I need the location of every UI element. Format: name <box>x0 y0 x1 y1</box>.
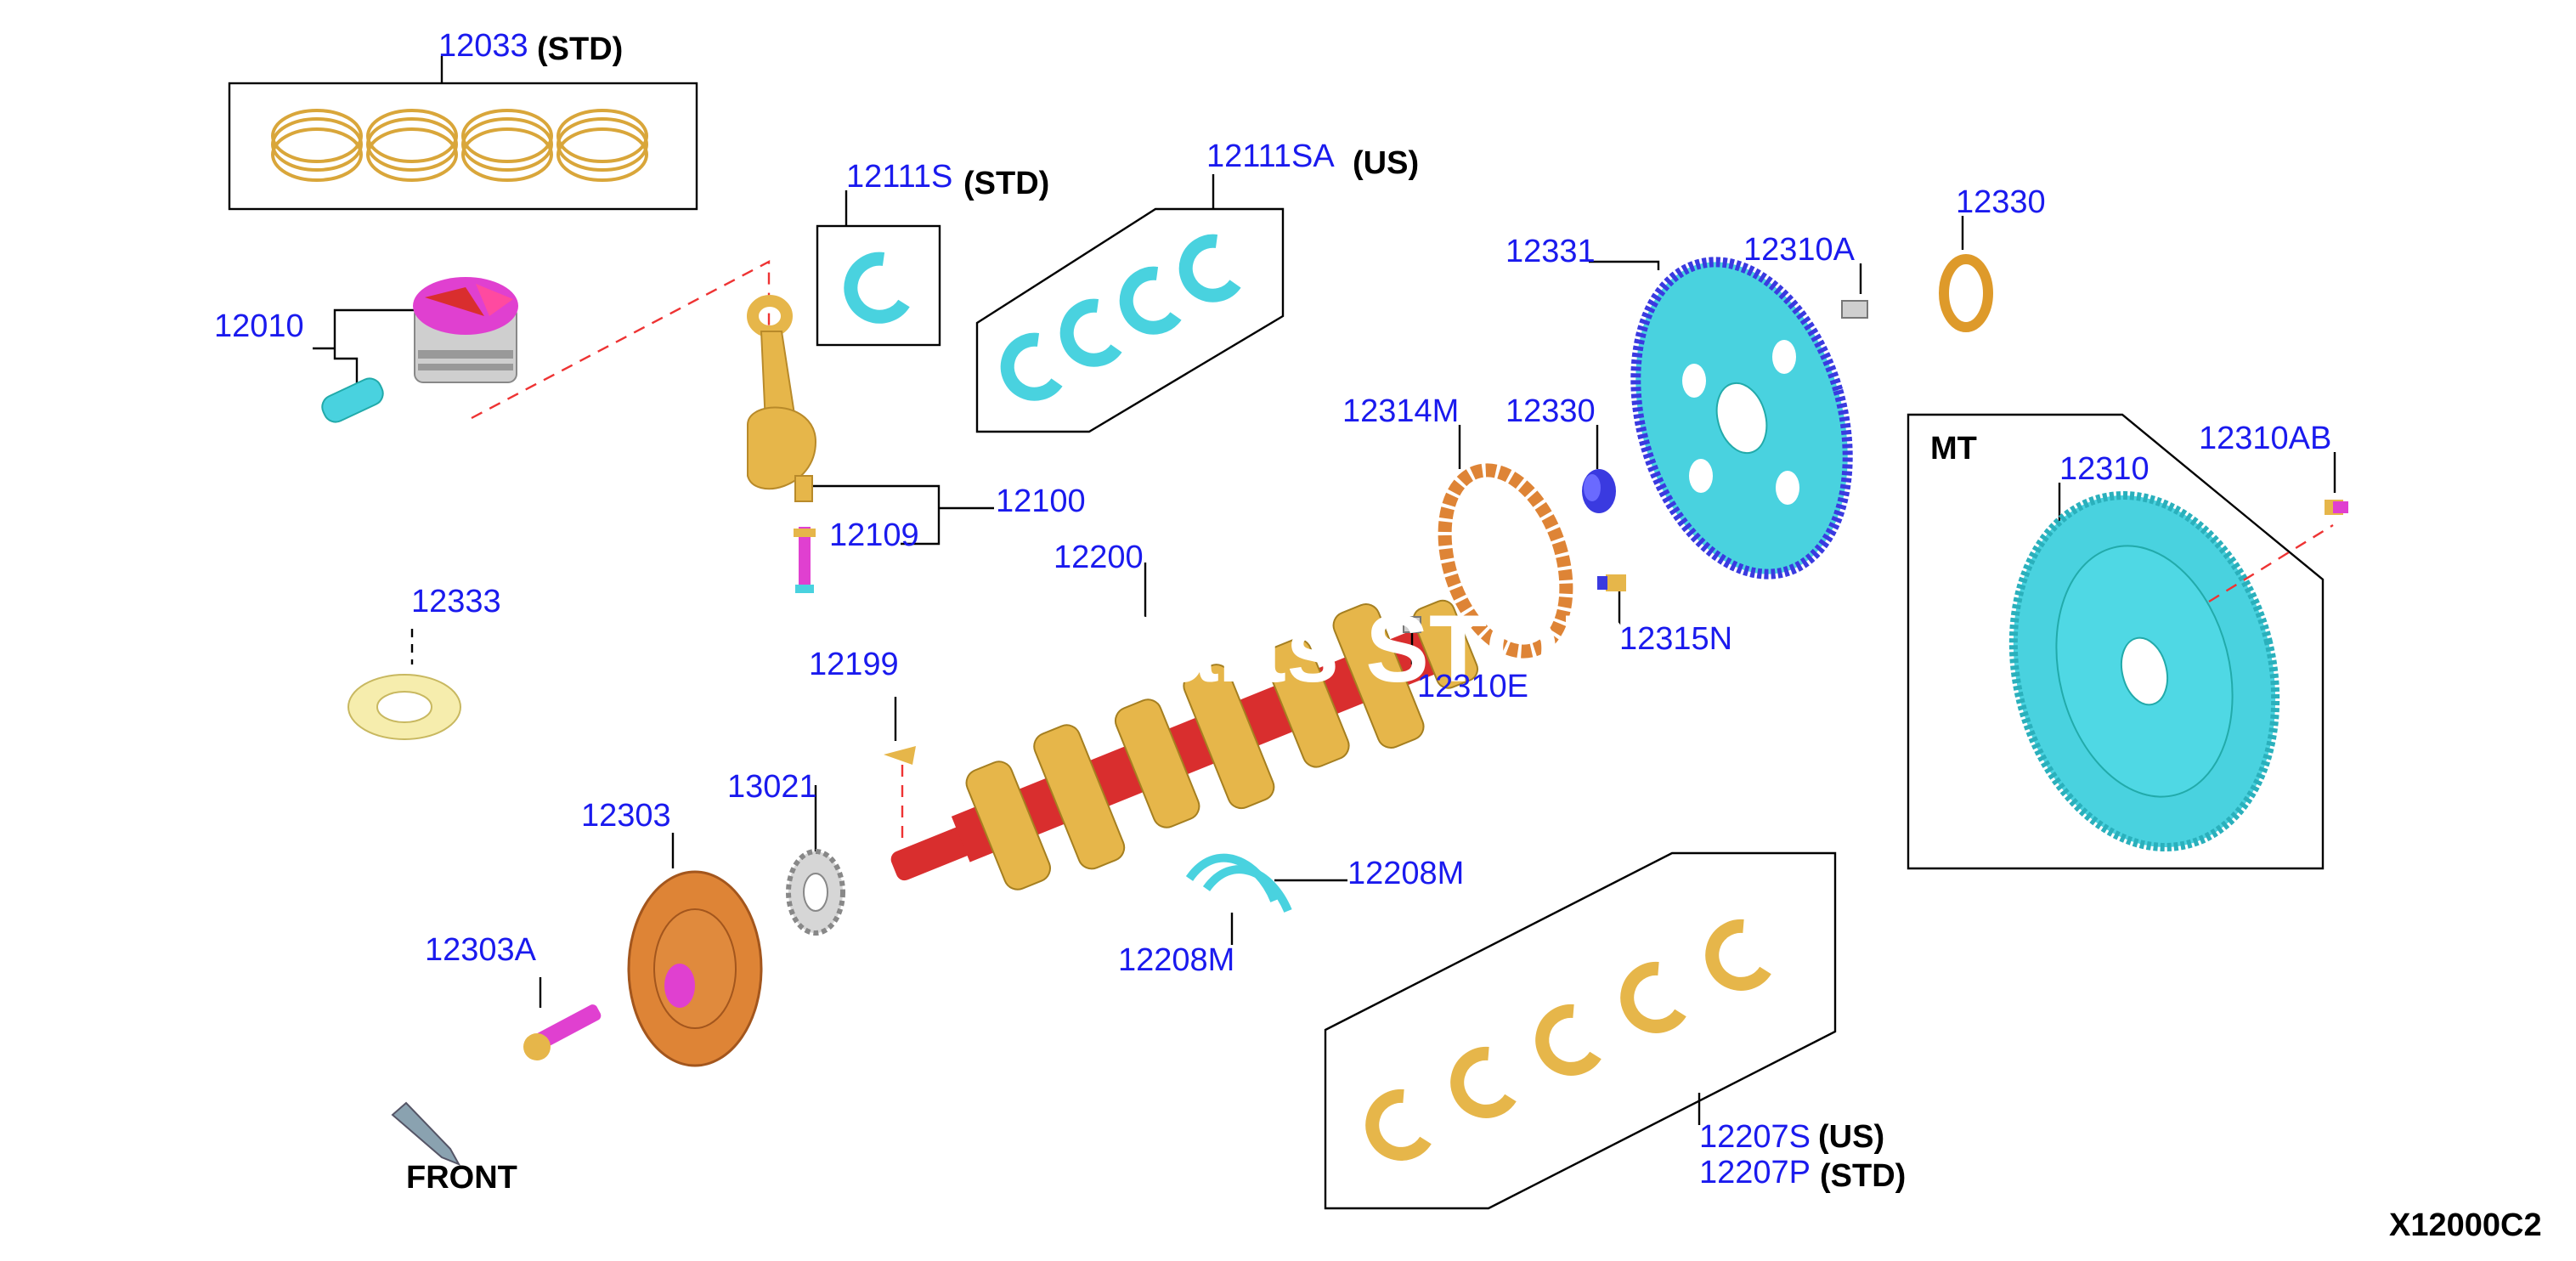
part-label-12310[interactable]: 12310 <box>2059 451 2149 487</box>
main-bearings <box>1324 851 1837 1210</box>
bolt-12315n <box>1403 574 1626 664</box>
front-arrow-icon <box>391 1101 461 1166</box>
part-label-12208M-b[interactable]: 12208M <box>1118 942 1234 978</box>
key-12199 <box>884 697 916 841</box>
part-label-12310AB[interactable]: 12310AB <box>2199 421 2331 456</box>
part-label-12111S[interactable]: 12111S <box>846 159 952 195</box>
front-label: FRONT <box>406 1160 517 1196</box>
thrust-washers <box>1185 853 1347 945</box>
conrod-bearing-std <box>816 190 941 347</box>
connecting-rod <box>747 295 994 593</box>
part-note-12033: (STD) <box>537 31 623 67</box>
part-label-12310A[interactable]: 12310A <box>1743 232 1856 268</box>
part-label-12330-a[interactable]: 12330 <box>1505 393 1596 429</box>
flywheel-mt <box>1907 413 2334 870</box>
spacer-12330-a <box>1582 425 1616 513</box>
part-label-12100[interactable]: 12100 <box>996 483 1086 519</box>
piston-ring-set <box>228 56 698 211</box>
watermark: Parts STORE <box>1101 596 1692 702</box>
part-label-12330-b[interactable]: 12330 <box>1956 184 2046 220</box>
bolt-12310ab <box>2325 452 2348 515</box>
spacer-12330-b <box>1939 216 1993 332</box>
part-label-12111SA[interactable]: 12111SA <box>1206 139 1335 174</box>
part-label-12207P[interactable]: 12207P <box>1699 1155 1811 1190</box>
part-label-12303A[interactable]: 12303A <box>425 932 537 968</box>
conrod-bearing-us <box>975 174 1285 433</box>
part-label-12315N[interactable]: 12315N <box>1619 621 1732 657</box>
signal-plate <box>1438 425 1573 659</box>
crank-pulley <box>627 833 763 1067</box>
part-label-12310E[interactable]: 12310E <box>1417 669 1528 704</box>
crankshaft <box>890 563 1479 891</box>
part-label-12331[interactable]: 12331 <box>1505 234 1596 269</box>
part-label-12010[interactable]: 12010 <box>214 308 304 344</box>
plate-12333 <box>347 629 461 740</box>
part-label-12200[interactable]: 12200 <box>1054 540 1144 575</box>
piston-assembly <box>313 260 771 423</box>
part-note-12111SA: (US) <box>1353 145 1419 181</box>
bolt-12310a <box>1841 263 1868 319</box>
part-label-12207S[interactable]: 12207S <box>1699 1119 1811 1155</box>
pulley-bolt <box>523 977 602 1060</box>
part-label-12109[interactable]: 12109 <box>829 517 919 553</box>
part-label-12033[interactable]: 12033 <box>438 28 528 64</box>
crank-sprocket <box>786 785 845 936</box>
part-note-12207P: (STD) <box>1820 1158 1906 1194</box>
mt-label: MT <box>1930 431 1977 467</box>
part-note-12111S: (STD) <box>963 166 1049 201</box>
part-label-12303[interactable]: 12303 <box>581 798 671 834</box>
figure-code: X12000C2 <box>2389 1207 2542 1243</box>
part-note-12207S: (US) <box>1818 1119 1884 1155</box>
part-label-12208M-a[interactable]: 12208M <box>1347 856 1464 891</box>
part-label-13021[interactable]: 13021 <box>727 769 817 805</box>
part-label-12333[interactable]: 12333 <box>411 584 501 619</box>
part-label-12314M[interactable]: 12314M <box>1342 393 1459 429</box>
part-label-12199[interactable]: 12199 <box>809 647 899 682</box>
drive-plate <box>1589 257 1853 580</box>
